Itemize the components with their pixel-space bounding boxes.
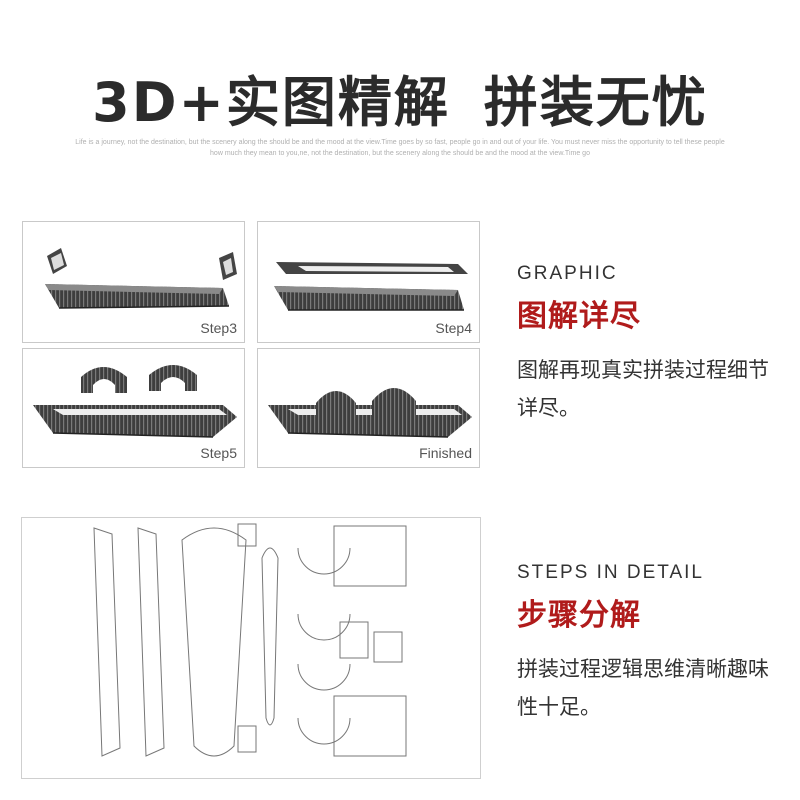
step5-label: Step5 [200,445,237,461]
step4-illustration [274,262,468,311]
step5-illustration [33,365,237,438]
step3-illustration [45,248,237,309]
page-title: 3D+实图精解拼装无忧 [0,58,800,137]
finished-illustration [268,388,472,438]
step3-label: Step3 [200,320,237,336]
parts-layout-sheet [21,517,481,779]
section-graphic: GRAPHIC 图解详尽 图解再现真实拼装过程细节详尽。 [517,263,787,427]
panel-step4: Step4 [257,221,480,343]
graphic-description: 图解再现真实拼装过程细节详尽。 [517,358,769,420]
steps-description: 拼装过程逻辑思维清晰趣味性十足。 [517,657,769,719]
graphic-en-title: GRAPHIC [517,263,618,284]
steps-cn-title: 步骤分解 [517,598,641,633]
tagline: Life is a journey, not the destination, … [75,139,725,157]
section-steps: STEPS IN DETAIL 步骤分解 拼装过程逻辑思维清晰趣味性十足。 [517,562,787,726]
step4-label: Step4 [435,320,472,336]
panel-step3: Step3 [22,221,245,343]
finished-label: Finished [419,445,472,461]
title-part-2: 拼装无忧 [483,71,708,134]
graphic-cn-title: 图解详尽 [517,299,641,334]
steps-en-title: STEPS IN DETAIL [517,562,704,583]
panel-step5: Step5 [22,348,245,468]
title-part-1: 3D+实图精解 [92,71,450,134]
panel-finished: Finished [257,348,480,468]
parts-layout-diagram [93,523,407,757]
